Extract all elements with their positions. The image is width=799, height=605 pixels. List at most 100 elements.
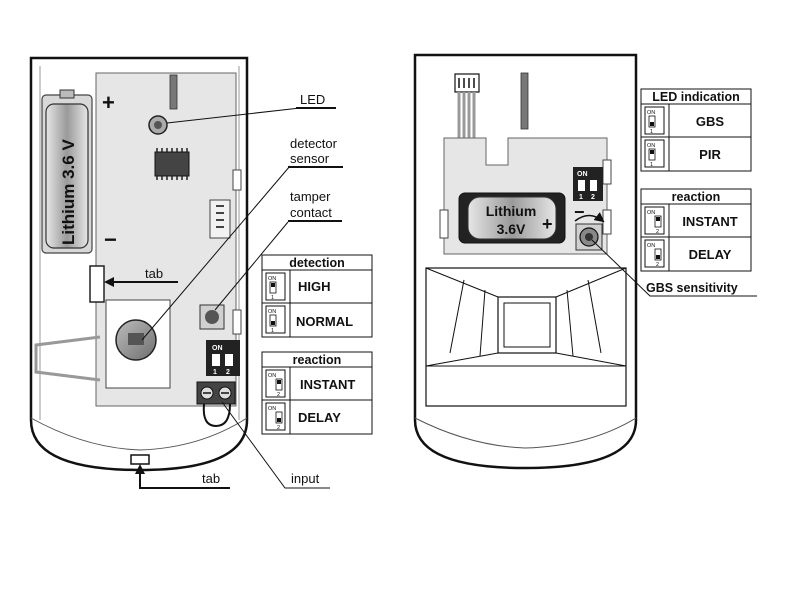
callout-tamper-line1: tamper [290,189,331,204]
left-reaction-row-delay-label: DELAY [298,410,341,425]
left-edge-clip-bottom [232,309,242,335]
detection-row-normal-switch-num: 1 [271,328,274,334]
left-reaction-row-delay-switch-on: ON [268,406,276,412]
callout-led: LED [300,92,325,107]
callout-tab-side: tab [145,266,163,281]
left-battery-cap [59,89,75,99]
right-dip-pin2: 2 [591,194,595,201]
right-reaction-row-delay-label: DELAY [689,247,732,262]
right-reaction-row-instant-label: INSTANT [682,214,737,229]
detection-table-title: detection [289,256,345,270]
left-battery-minus: − [104,227,117,252]
callout-gbs-sensitivity: GBS sensitivity [646,281,738,295]
right-housing-bottom-curve [414,417,637,449]
left-reaction-table: reaction ON 2 INSTANT ON 2 DELAY [261,351,373,435]
right-reaction-row-delay-switch-num: 2 [656,262,659,268]
right-dip-pin1: 1 [579,194,583,201]
leader-input [221,401,330,489]
led-row-gbs-switch: ON 1 [644,106,665,135]
leader-detector-sensor [141,165,291,341]
led-row-pir-switch-num: 1 [650,162,653,168]
left-mounting-bracket [34,335,101,382]
callout-input: input [291,471,320,486]
right-edge-clip-left [439,209,449,239]
led-row-gbs-switch-num: 1 [650,129,653,135]
detection-row-high-switch-on: ON [268,276,276,282]
right-ribbon-connector [454,73,480,162]
right-reaction-table-title: reaction [672,190,721,204]
right-edge-clip-right-lower [602,209,612,235]
left-reaction-row-instant-switch-on: ON [268,373,276,379]
led-row-gbs-switch-on: ON [647,110,655,116]
left-housing-bottom-curve [30,417,248,451]
right-battery-plus: + [542,214,553,234]
detection-row-high-switch: ON 1 [265,272,286,301]
right-reaction-row-instant-switch: ON 2 [644,206,665,235]
detection-row-high-switch-num: 1 [271,295,274,301]
left-reaction-row-instant-switch-num: 2 [277,392,280,398]
left-dip-switch: ON 1 2 [206,340,240,376]
callout-tamper-line2: contact [290,205,332,220]
left-tamper-button [205,310,219,324]
left-reaction-row-delay-switch: ON 2 [265,402,286,431]
right-reaction-row-instant-switch-num: 2 [656,229,659,235]
left-tamper-switch [199,304,225,330]
right-reaction-row-delay-switch-on: ON [647,243,655,249]
right-fresnel-window [425,267,627,407]
left-dip-on-label: ON [212,345,223,352]
left-battery-label: Lithium 3.6 V [59,139,78,245]
detection-row-normal-switch-on: ON [268,309,276,315]
left-ic-chip [154,148,190,180]
callout-tab-bottom: tab [202,471,220,486]
right-battery-label-line2: 3.6V [497,221,526,237]
right-dip-switch: ON 1 2 [573,167,603,201]
left-input-terminal [196,381,236,428]
detection-row-normal-label: NORMAL [296,314,353,329]
led-indication-table-title: LED indication [652,90,740,104]
left-reaction-row-delay-switch-num: 2 [277,425,280,431]
left-dip-pin2: 2 [226,369,230,376]
left-battery: Lithium 3.6 V + − [41,89,117,254]
left-edge-clip-top [232,169,242,191]
leader-tab-bottom [135,464,230,489]
left-led-center [154,121,162,129]
led-indication-table: LED indication ON 1 GBS ON 1 PIR [640,88,752,172]
right-battery-cell [467,196,557,240]
right-battery-minus: − [574,202,585,222]
left-side-connector-pins [216,205,224,228]
right-reaction-row-instant-switch-on: ON [647,210,655,216]
right-edge-clip-right [602,159,612,185]
right-led-lightpipe [520,72,529,130]
detection-table: detection ON 1 HIGH ON 1 NORMAL [261,254,373,338]
left-tab [89,265,105,303]
left-battery-plus: + [102,90,115,115]
left-sensor-element [128,333,144,345]
led-row-pir-switch: ON 1 [644,139,665,168]
led-row-pir-switch-on: ON [647,143,655,149]
callout-detector-sensor-line2: sensor [290,151,330,166]
left-device: Lithium 3.6 V + − ON [29,56,343,489]
led-row-pir-label: PIR [699,147,721,162]
detection-row-normal-switch: ON 1 [265,305,286,334]
right-dip-on-label: ON [577,171,588,178]
left-reaction-row-instant-label: INSTANT [300,377,355,392]
right-reaction-row-delay-switch: ON 2 [644,239,665,268]
leader-led [166,107,301,124]
left-dip-pin1: 1 [213,369,217,376]
detection-row-high-label: HIGH [298,279,331,294]
left-reaction-row-instant-switch: ON 2 [265,369,286,398]
leader-tamper [214,221,289,311]
left-reaction-table-title: reaction [293,353,342,367]
left-battery-cell [45,103,89,249]
left-bottom-tab-notch [130,454,150,465]
right-battery: Lithium 3.6V + − [458,192,585,244]
leader-gbs-sensitivity [591,239,757,297]
right-reaction-table: reaction ON 2 INSTANT ON 2 DELAY [640,188,752,272]
callout-detector-sensor-line1: detector [290,136,338,151]
led-row-gbs-label: GBS [696,114,725,129]
left-led-lightpipe [169,74,178,110]
right-device: Lithium 3.6V + − ON 1 2 [413,53,757,470]
right-battery-label-line1: Lithium [486,203,537,219]
